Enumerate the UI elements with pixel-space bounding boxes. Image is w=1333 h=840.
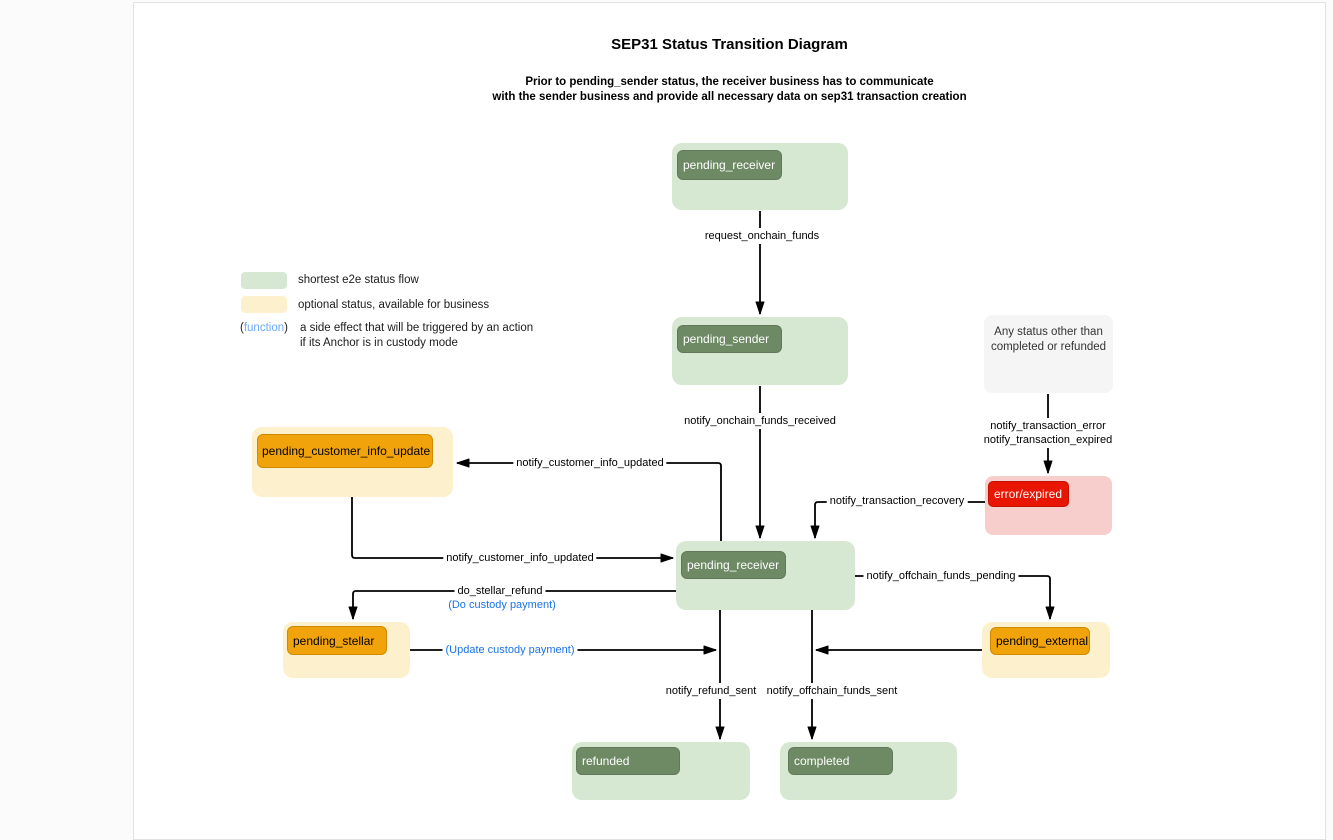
label-do-stellar-refund: do_stellar_refund <box>454 583 546 599</box>
edge-notify-offchain-funds-pending <box>855 575 1055 620</box>
legend-green-label: shortest e2e status flow <box>298 274 419 286</box>
label-update-custody-payment: (Update custody payment) <box>442 642 578 658</box>
node-refunded: refunded <box>572 742 750 800</box>
legend-yellow-swatch <box>241 296 287 313</box>
legend-function-desc: a side effect that will be triggered by … <box>300 321 533 351</box>
function-paren-close: ) <box>284 322 288 334</box>
function-paren-open: ( <box>240 322 244 334</box>
subtitle-line2: with the sender business and provide all… <box>492 91 967 103</box>
diagram-title: SEP31 Status Transition Diagram <box>611 36 848 53</box>
node-pending-stellar: pending_stellar <box>283 622 410 678</box>
node-error-expired-label: error/expired <box>988 481 1069 507</box>
label-notify-transaction-expired: notify_transaction_expired <box>983 434 1113 446</box>
edge-notify-transaction-recovery <box>810 501 985 539</box>
node-pending-receiver-top: pending_receiver <box>672 143 848 210</box>
node-pending-receiver-mid: pending_receiver <box>676 541 855 610</box>
label-notify-offchain-funds-sent: notify_offchain_funds_sent <box>763 683 901 699</box>
node-pending-external-label: pending_external <box>990 627 1090 655</box>
node-pending-sender: pending_sender <box>672 317 848 385</box>
function-desc-line1: a side effect that will be triggered by … <box>300 322 534 334</box>
node-any-status: Any status other than completed or refun… <box>984 315 1113 393</box>
node-error-expired: error/expired <box>985 476 1112 535</box>
node-completed-label: completed <box>788 747 893 775</box>
edge-do-stellar-refund <box>348 590 676 620</box>
label-notify-customer-info-updated-lower: notify_customer_info_updated <box>443 550 597 566</box>
label-do-custody-payment: (Do custody payment) <box>448 599 556 611</box>
node-pending-customer-info-update: pending_customer_info_update <box>252 427 453 497</box>
node-refunded-label: refunded <box>576 747 680 775</box>
label-notify-transaction-error-expired: notify_transaction_error notify_transact… <box>980 418 1116 448</box>
node-pending-stellar-label: pending_stellar <box>287 626 387 655</box>
label-notify-customer-info-updated-upper: notify_customer_info_updated <box>513 455 667 471</box>
node-pending-customer-info-update-label: pending_customer_info_update <box>257 434 433 468</box>
label-request-onchain-funds: request_onchain_funds <box>701 228 823 244</box>
function-word: function <box>243 322 285 334</box>
node-pending-sender-label: pending_sender <box>677 325 782 353</box>
legend-yellow-label: optional status, available for business <box>298 299 490 311</box>
label-notify-refund-sent: notify_refund_sent <box>662 683 760 699</box>
subtitle-line1: Prior to pending_sender status, the rece… <box>525 76 934 88</box>
label-notify-offchain-funds-pending: notify_offchain_funds_pending <box>863 568 1019 584</box>
node-completed: completed <box>780 742 957 800</box>
legend-function-symbol: (function) <box>240 321 288 336</box>
label-notify-transaction-recovery: notify_transaction_recovery <box>826 493 968 509</box>
label-notify-transaction-error: notify_transaction_error <box>990 420 1106 432</box>
edge-notify-customer-info-updated-lower <box>351 497 674 563</box>
node-pending-external: pending_external <box>982 622 1110 678</box>
function-desc-line2: if its Anchor is in custody mode <box>300 337 458 349</box>
diagram-subtitle: Prior to pending_sender status, the rece… <box>133 75 1326 105</box>
legend-green-swatch <box>241 272 287 289</box>
any-status-line2: completed or refunded <box>990 341 1107 353</box>
node-any-status-text: Any status other than completed or refun… <box>984 325 1113 355</box>
any-status-line1: Any status other than <box>994 326 1103 338</box>
label-notify-onchain-funds-received: notify_onchain_funds_received <box>681 413 839 429</box>
node-pending-receiver-top-label: pending_receiver <box>677 150 782 180</box>
node-pending-receiver-mid-label: pending_receiver <box>681 551 786 579</box>
edge-notify-customer-info-updated-upper <box>456 458 722 541</box>
